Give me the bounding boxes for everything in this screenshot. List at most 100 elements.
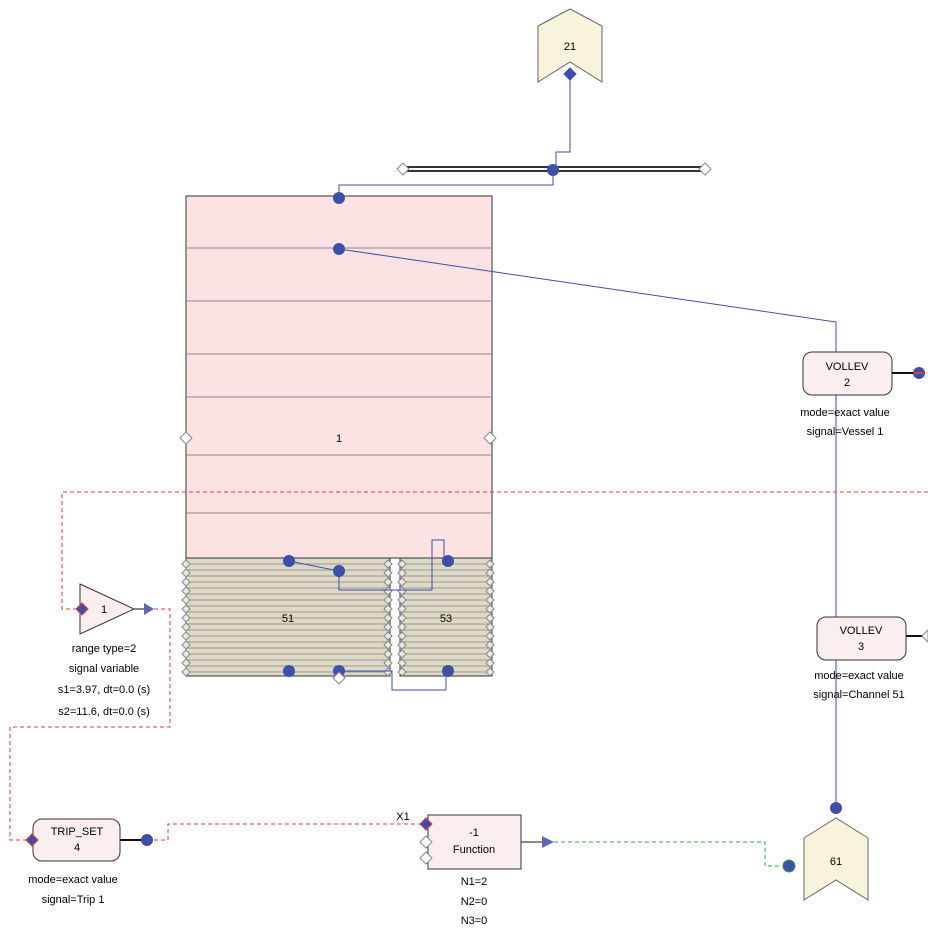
vessel-1-component[interactable]: 1: [179, 192, 497, 559]
vessel-right-port[interactable]: [483, 431, 497, 445]
channel-side-port[interactable]: [383, 631, 393, 641]
link-channel-cross-top: [288, 539, 445, 591]
tank-21-component[interactable]: 21: [537, 8, 603, 83]
channel-side-port[interactable]: [181, 568, 191, 578]
channel-side-port[interactable]: [485, 622, 495, 632]
channel-53-side-ports[interactable]: [397, 559, 495, 677]
channel-side-port[interactable]: [397, 640, 407, 650]
channel-53-top-node[interactable]: [442, 555, 454, 567]
channel-side-port[interactable]: [397, 577, 407, 587]
channel-53-label: 53: [440, 613, 452, 625]
channel-side-port[interactable]: [181, 613, 191, 623]
channel-side-port[interactable]: [485, 649, 495, 659]
channel-side-port[interactable]: [181, 640, 191, 650]
channel-side-port[interactable]: [485, 631, 495, 641]
channel-side-port[interactable]: [181, 649, 191, 659]
channel-side-port[interactable]: [383, 568, 393, 578]
channel-side-port[interactable]: [397, 559, 407, 569]
function-input-port-3[interactable]: [419, 851, 433, 865]
function-block[interactable]: X1 -1 Function: [396, 811, 554, 870]
channel-side-port[interactable]: [383, 577, 393, 587]
trip-set-mode: mode=exact value: [28, 874, 118, 886]
channel-side-port[interactable]: [181, 658, 191, 668]
channel-side-port[interactable]: [181, 604, 191, 614]
channel-side-port[interactable]: [397, 568, 407, 578]
channel-side-port[interactable]: [383, 559, 393, 569]
channel-51-side-ports[interactable]: [181, 559, 393, 677]
channel-side-port[interactable]: [485, 595, 495, 605]
tank-21-port[interactable]: [563, 67, 577, 81]
channel-side-port[interactable]: [485, 577, 495, 587]
channel-side-port[interactable]: [181, 586, 191, 596]
channel-51-strata: [186, 563, 390, 673]
channel-side-port[interactable]: [397, 595, 407, 605]
function-n2: N2=0: [461, 896, 488, 908]
gain-output-port[interactable]: [144, 603, 154, 615]
channel-51-bottom-port[interactable]: [332, 671, 346, 685]
vollev-2-block[interactable]: VOLLEV 2: [802, 351, 925, 396]
sink-61-component[interactable]: 61: [782, 802, 869, 901]
channel-53-strata: [400, 563, 492, 673]
channel-side-port[interactable]: [485, 613, 495, 623]
channel-side-port[interactable]: [383, 604, 393, 614]
junction-right-port[interactable]: [698, 162, 712, 176]
channel-53-bottom-node[interactable]: [442, 665, 454, 677]
sink-61-control-port[interactable]: [782, 859, 796, 873]
channel-side-port[interactable]: [397, 586, 407, 596]
channel-side-port[interactable]: [485, 667, 495, 677]
vessel-left-port[interactable]: [179, 431, 193, 445]
function-input-port-x1[interactable]: [419, 817, 433, 831]
channel-51-component[interactable]: 51: [181, 555, 393, 685]
channel-side-port[interactable]: [383, 613, 393, 623]
channel-side-port[interactable]: [485, 640, 495, 650]
gain-input-port[interactable]: [75, 602, 89, 616]
signal-tripset-to-function: [154, 823, 424, 841]
vollev-3-block[interactable]: VOLLEV 3: [816, 616, 928, 661]
channel-side-port[interactable]: [485, 658, 495, 668]
sink-61-top-node[interactable]: [830, 802, 842, 814]
trip-set-block[interactable]: TRIP_SET 4: [25, 818, 153, 862]
vollev-2-number: 2: [844, 377, 850, 389]
trip-set-number: 4: [74, 842, 80, 854]
vessel-1-label: 1: [336, 433, 342, 445]
channel-side-port[interactable]: [485, 568, 495, 578]
channel-side-port[interactable]: [181, 577, 191, 587]
channel-51-bottom-node[interactable]: [283, 665, 295, 677]
channel-side-port[interactable]: [397, 667, 407, 677]
vessel-top-node[interactable]: [333, 192, 345, 204]
vollev-3-name: VOLLEV: [840, 625, 883, 637]
signal-vollev-to-gain: [61, 491, 928, 610]
trip-set-input-port[interactable]: [25, 833, 39, 847]
junction-bar[interactable]: [396, 162, 712, 176]
channel-side-port[interactable]: [397, 631, 407, 641]
channel-side-port[interactable]: [397, 613, 407, 623]
channel-side-port[interactable]: [181, 631, 191, 641]
function-output-port[interactable]: [542, 836, 554, 848]
gain-block[interactable]: 1: [75, 583, 154, 635]
channel-side-port[interactable]: [181, 622, 191, 632]
channel-side-port[interactable]: [181, 559, 191, 569]
channel-side-port[interactable]: [397, 649, 407, 659]
trip-set-output-port[interactable]: [141, 834, 153, 846]
channel-side-port[interactable]: [383, 586, 393, 596]
channel-side-port[interactable]: [383, 649, 393, 659]
channel-side-port[interactable]: [383, 640, 393, 650]
vollev-2-name: VOLLEV: [826, 361, 869, 373]
channel-side-port[interactable]: [397, 622, 407, 632]
channel-53-component[interactable]: 53: [397, 555, 495, 677]
channel-side-port[interactable]: [485, 559, 495, 569]
channel-side-port[interactable]: [397, 604, 407, 614]
channel-side-port[interactable]: [181, 595, 191, 605]
channel-side-port[interactable]: [383, 622, 393, 632]
channel-side-port[interactable]: [383, 658, 393, 668]
channel-side-port[interactable]: [383, 595, 393, 605]
channel-side-port[interactable]: [397, 658, 407, 668]
channel-side-port[interactable]: [485, 586, 495, 596]
channel-side-port[interactable]: [485, 604, 495, 614]
vollev-3-output-port[interactable]: [921, 629, 928, 643]
channel-side-port[interactable]: [181, 667, 191, 677]
function-input-port-2[interactable]: [419, 835, 433, 849]
junction-left-port[interactable]: [396, 162, 410, 176]
trip-set-name: TRIP_SET: [51, 826, 104, 838]
